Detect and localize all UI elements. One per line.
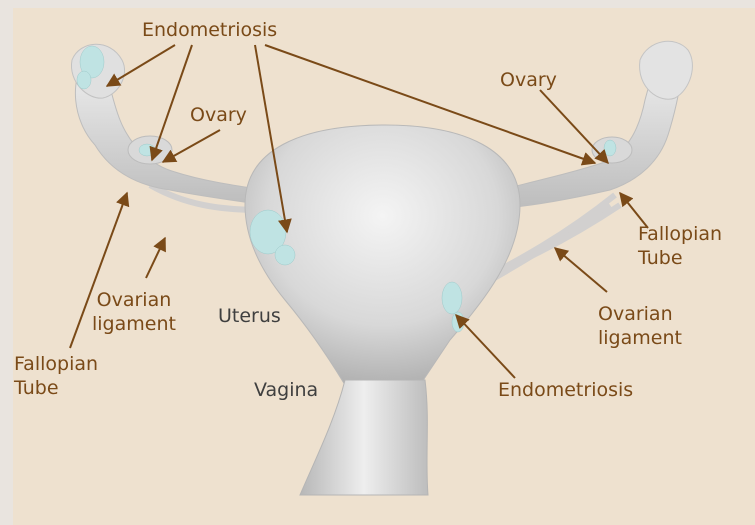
label-ovarian-ligament-left: Ovarian ligament (92, 288, 176, 336)
label-fallopian-tube-left-line2: Tube (14, 376, 98, 400)
label-endometriosis-bottom: Endometriosis (498, 378, 633, 402)
label-fallopian-tube-right: Fallopian Tube (638, 222, 722, 270)
label-fallopian-tube-right-line1: Fallopian (638, 222, 722, 246)
label-ovarian-ligament-left-line2: ligament (92, 312, 176, 336)
label-uterus: Uterus (218, 304, 281, 328)
label-fallopian-tube-left-line1: Fallopian (14, 352, 98, 376)
label-ovary-left: Ovary (190, 103, 247, 127)
label-ovarian-ligament-left-line1: Ovarian (92, 288, 176, 312)
label-fallopian-tube-left: Fallopian Tube (14, 352, 98, 400)
label-endometriosis-top: Endometriosis (142, 18, 277, 42)
vagina (300, 380, 428, 495)
label-ovarian-ligament-right-line2: ligament (598, 326, 682, 350)
label-fallopian-tube-right-line2: Tube (638, 246, 722, 270)
label-ovarian-ligament-right: Ovarian ligament (598, 302, 682, 350)
label-vagina: Vagina (254, 378, 318, 402)
label-ovary-right: Ovary (500, 68, 557, 92)
label-ovarian-ligament-right-line1: Ovarian (598, 302, 682, 326)
